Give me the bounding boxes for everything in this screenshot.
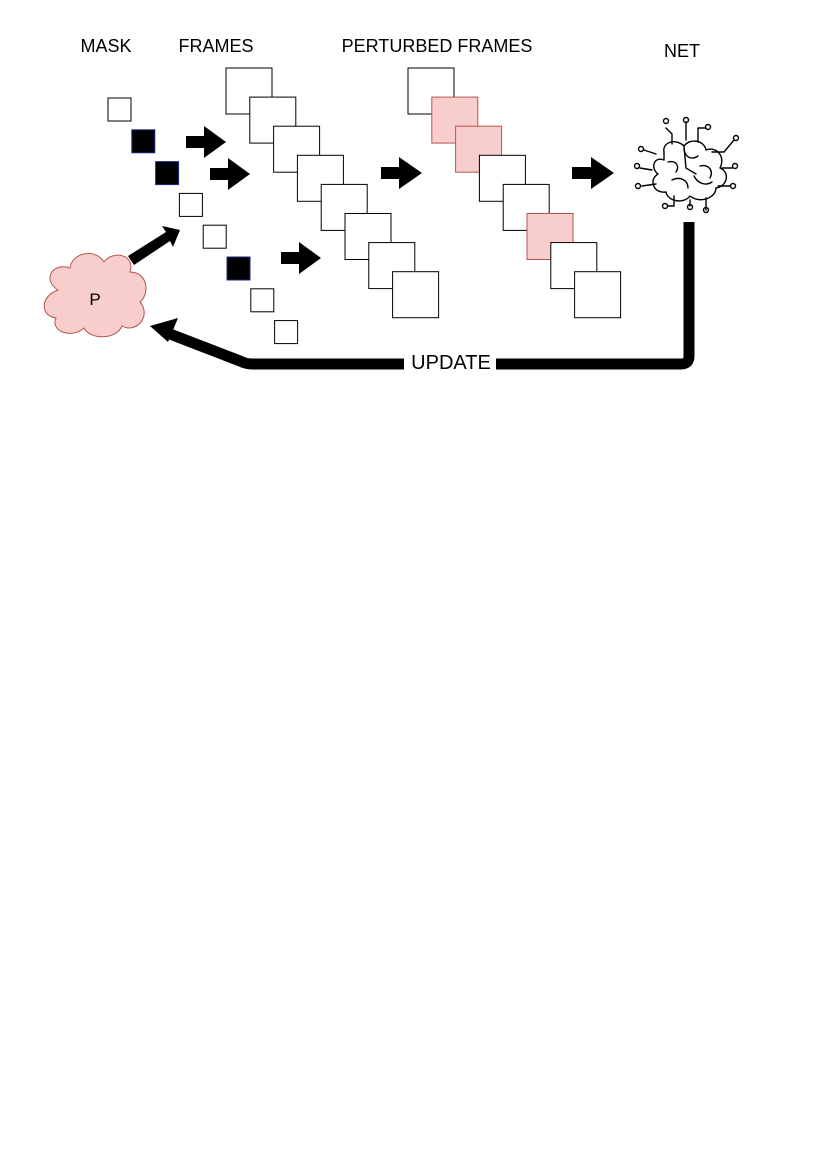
mask-cell	[107, 97, 132, 122]
perturbed-frame	[574, 271, 622, 319]
cloud-to-mask-arrow	[128, 226, 180, 265]
mask-cell-filled	[226, 256, 251, 281]
mask-cell	[250, 288, 275, 313]
update-label: UPDATE	[411, 352, 491, 374]
net-header: NET	[664, 41, 700, 61]
frame	[320, 183, 368, 231]
frames-header: FRAMES	[178, 36, 253, 56]
mask-sequence	[107, 97, 299, 345]
perturbed-to-net-arrow	[572, 157, 614, 189]
frame	[344, 213, 392, 260]
cloud-p	[43, 253, 147, 338]
mask-header: MASK	[80, 36, 131, 56]
frames-to-perturbed-arrow	[381, 157, 422, 189]
update-label-bg	[404, 350, 496, 374]
frame	[392, 271, 440, 319]
perturbed-frames-stack	[407, 67, 622, 319]
mask-cell-filled	[131, 129, 156, 154]
mask-to-frame-arrow	[210, 158, 250, 190]
frames-stack	[225, 67, 440, 319]
mask-cell	[202, 224, 227, 249]
mask-to-frame-arrow	[281, 242, 321, 274]
perturbed-frames-header: PERTURBED FRAMES	[342, 36, 533, 56]
mask-to-frame-arrow	[186, 126, 226, 158]
mask-cell-filled	[155, 161, 180, 186]
mask-cell	[274, 320, 299, 345]
brain-circuit-icon	[633, 116, 740, 214]
cloud-label: P	[89, 290, 100, 309]
mask-cell	[178, 192, 203, 217]
update-arrowhead	[150, 318, 178, 342]
